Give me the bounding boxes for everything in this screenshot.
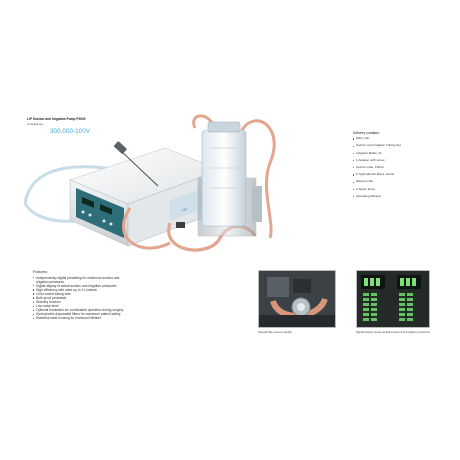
feature-item: Color coded tubing sets (33, 292, 128, 296)
suction-pump-illustration: LiP (23, 114, 276, 252)
delivery-item: Operating Manual (353, 194, 433, 199)
flow-display (100, 204, 112, 215)
delivery-item: Waste bottle (353, 180, 433, 184)
filter-photo (258, 270, 336, 328)
feature-item: Standby function (33, 300, 128, 304)
features-heading: Features: (33, 270, 48, 274)
product-subtitle: complete set (27, 122, 43, 126)
connector-port (176, 222, 185, 228)
feature-item: Digital display of actual suction and ir… (33, 284, 128, 288)
feature-item: Bulb-proof pedestals (33, 296, 128, 300)
filter-caption: Special filter ensure sterility (258, 330, 293, 334)
features-list: Features: Independently digital presetti… (33, 270, 128, 321)
delivery-item: 2 Hydrophobic filters, sterile (353, 173, 433, 177)
panel-button (102, 219, 106, 223)
pressure-display (82, 197, 94, 208)
collection-bottle (201, 129, 247, 227)
holder-bracket (252, 186, 262, 222)
display-caption: Digital display shows actual suction and… (356, 330, 430, 334)
suction-handpiece (119, 149, 159, 187)
handpiece-grip (113, 141, 127, 154)
delivery-item: Irrigation Bottle, 2L (353, 151, 433, 156)
delivery-item: 1 Adapter with screw (353, 158, 433, 163)
bar-graph-leds (363, 293, 413, 321)
delivery-item: Suction tube, 150cm (353, 165, 433, 170)
brand-label: LiP (182, 208, 188, 212)
delivery-contents: Delivery contains: Main Unit Suction and… (353, 131, 433, 202)
delivery-heading: Delivery contains: (353, 131, 380, 135)
product-price: 300.000-100V (50, 129, 91, 135)
display-photo (356, 270, 430, 328)
filter-housing (267, 277, 289, 297)
feature-item: Independently digital presetting for max… (33, 276, 128, 284)
product-title: LiP Suction and Irrigation Pump P2000 (27, 117, 86, 121)
feature-item: Stainless steel housing for maximum life… (33, 316, 128, 320)
feature-item: Low noise level (33, 304, 128, 308)
panel-button (109, 222, 113, 226)
feature-item: High efficiency with rates up to 3 L/min… (33, 288, 128, 292)
panel-button (88, 213, 92, 217)
feature-item: Hydrophobic disposable filters for maxim… (33, 312, 128, 316)
panel-button (81, 210, 85, 214)
delivery-item: Main Unit (353, 137, 433, 141)
delivery-item: 2 Spare fuses (353, 187, 433, 192)
delivery-item: Suction and Irrigation Tubing Set (353, 144, 433, 148)
bottle-cap (207, 121, 241, 133)
feature-item: Optional footswitch for comfortable oper… (33, 308, 128, 312)
